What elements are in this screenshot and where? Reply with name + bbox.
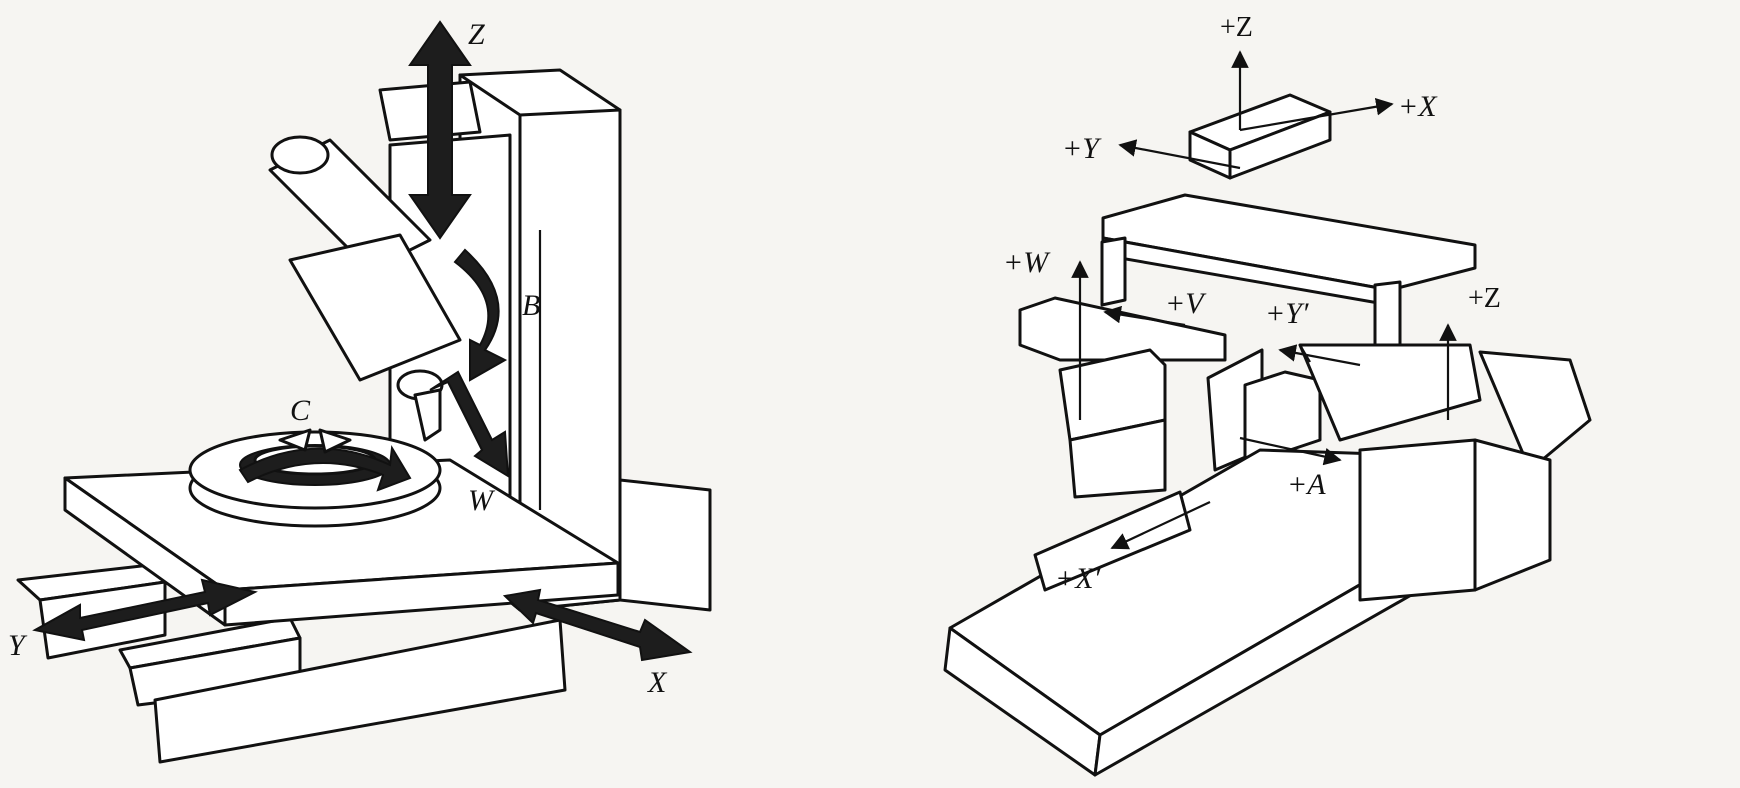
label-w: W [468, 484, 496, 517]
label-plus-v: +V [1165, 287, 1207, 320]
label-x: X [647, 666, 668, 699]
label-plus-y-prime: +Y′ [1265, 297, 1309, 330]
bed [943, 438, 1552, 777]
x-prime-arrow [1110, 501, 1211, 550]
triad-label-plus-z: +Z [1220, 12, 1253, 43]
z-axis-arrow [408, 20, 472, 240]
triad-y-arrow [1118, 139, 1241, 170]
triad-label-plus-y: +Y [1062, 132, 1102, 165]
c-axis-arrow [238, 444, 412, 492]
work-table [63, 430, 620, 627]
right-machine: +Z +X +Y +W +V +Y′ +Z +A +X′ [943, 12, 1592, 777]
y-prime-arrow-stem [1299, 344, 1311, 363]
label-plus-w: +W [1003, 246, 1051, 279]
coordinate-triad [1118, 50, 1394, 180]
left-axis-arrows [32, 20, 693, 662]
label-z: Z [468, 18, 485, 51]
left-machine: Z B C W Y X [8, 18, 712, 764]
y-axis-arrow [32, 578, 258, 642]
label-plus-z: +Z [1468, 283, 1501, 314]
triad-label-plus-x: +X [1398, 90, 1438, 123]
x-axis-arrow [502, 588, 693, 662]
triad-x-arrow [1239, 97, 1394, 132]
label-b: B [522, 289, 540, 322]
right-axis-arrows [1071, 260, 1457, 550]
bridge [1100, 193, 1477, 354]
label-y: Y [8, 629, 28, 662]
label-c: C [290, 394, 311, 427]
y-prime-arrow [1278, 344, 1361, 367]
v-arrow [1103, 305, 1186, 327]
spindle-heads [1018, 296, 1592, 499]
spindle-head [268, 135, 462, 442]
label-plus-a: +A [1287, 468, 1326, 501]
b-axis-arrow [453, 248, 508, 382]
w-axis-arrow [429, 370, 510, 478]
label-plus-x-prime: +X′ [1055, 562, 1101, 595]
a-arrow [1239, 436, 1342, 466]
